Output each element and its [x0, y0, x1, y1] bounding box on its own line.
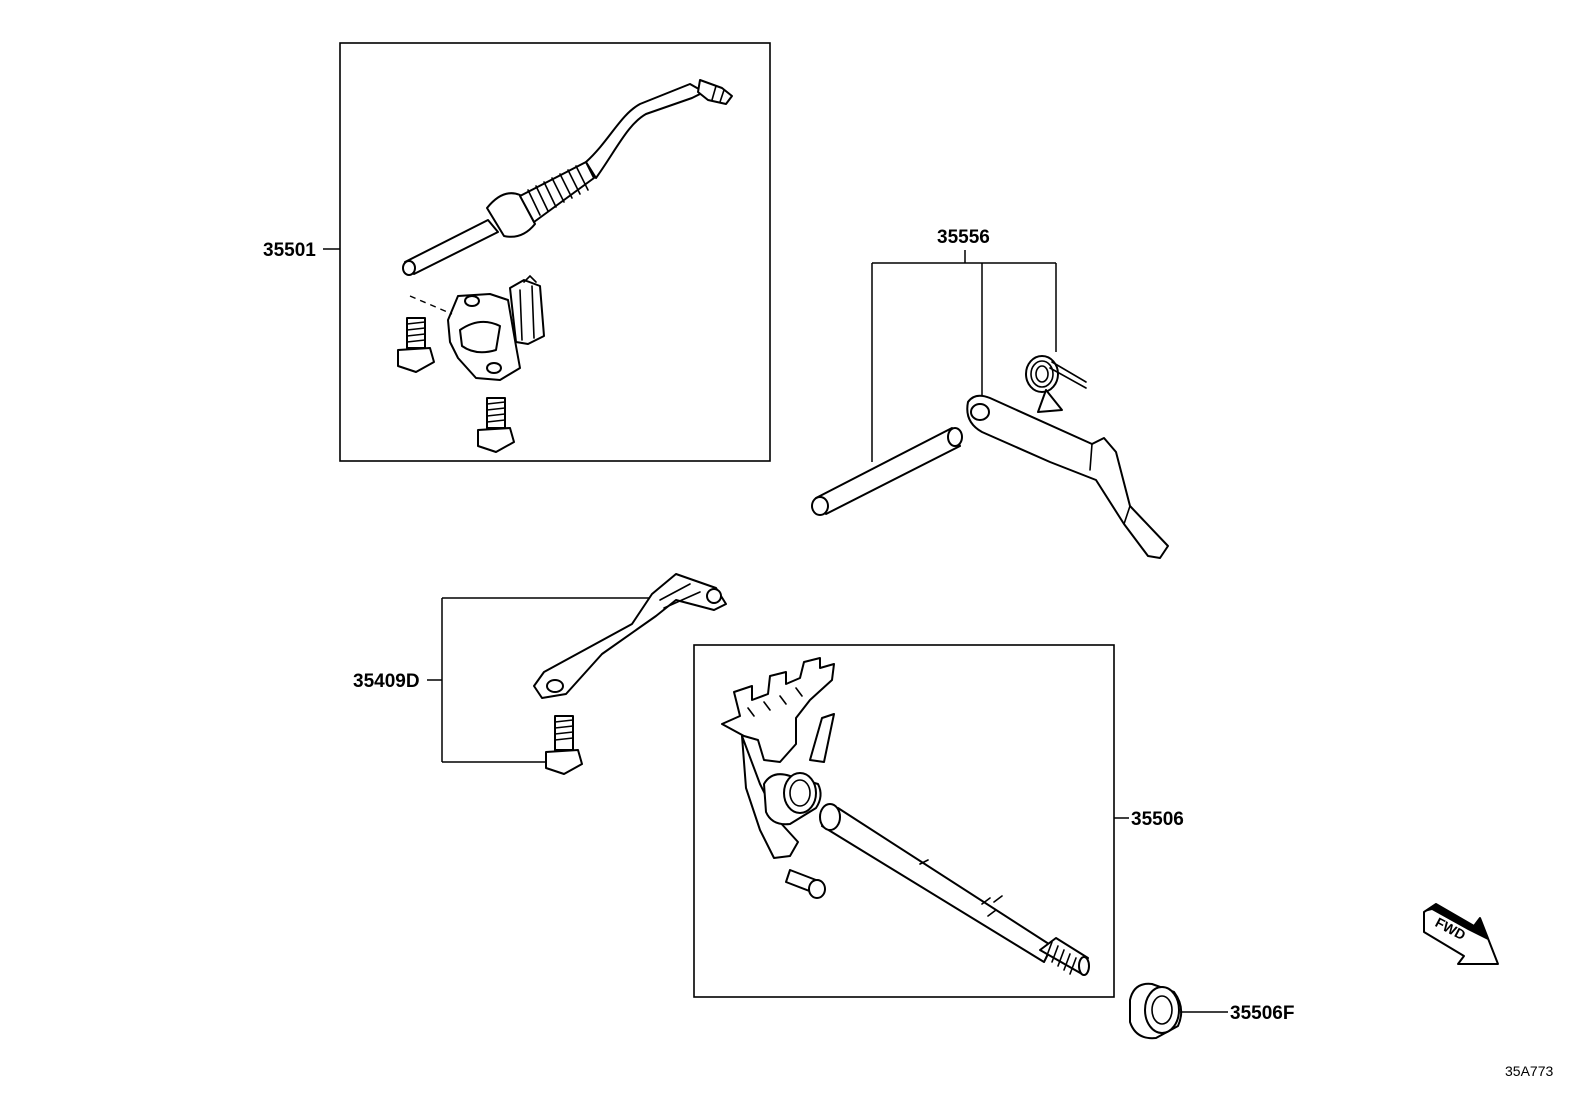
fwd-arrow: FWD: [1423, 903, 1499, 965]
group-35501: 35501: [263, 42, 771, 462]
group-35506F: 35506F: [1129, 982, 1294, 1040]
group-35409D: 35409D: [353, 573, 727, 775]
oil-seal: [1129, 982, 1183, 1040]
diagram-code: 35A773: [1505, 1063, 1553, 1079]
shift-link: [533, 573, 727, 699]
cable-bracket: [447, 274, 545, 381]
group-box-35501: [339, 42, 771, 462]
group-box-35506: [693, 644, 1115, 998]
bolt-install-line: [409, 295, 453, 315]
leader-35556: [871, 250, 1057, 462]
shift-lever: [966, 394, 1169, 559]
torsion-spring: [1025, 355, 1087, 413]
sector-pin: [785, 869, 826, 899]
selector-shaft: [819, 803, 1090, 976]
lever-shaft: [811, 427, 963, 516]
part-label-35506F[interactable]: 35506F: [1230, 1003, 1294, 1024]
sector-boss: [763, 772, 822, 826]
part-label-35501[interactable]: 35501: [263, 240, 316, 261]
part-label-35506[interactable]: 35506: [1131, 809, 1184, 830]
shift-cable: [402, 79, 733, 276]
roll-pin: [809, 713, 835, 763]
part-label-35556[interactable]: 35556: [937, 227, 990, 248]
bolt-3: [545, 715, 583, 775]
part-label-35409D[interactable]: 35409D: [353, 671, 420, 692]
bolt-1: [397, 317, 435, 373]
bolt-2: [477, 397, 515, 453]
group-35556: 35556: [811, 227, 1169, 559]
leader-35409D: [427, 597, 652, 763]
group-35506: 35506: [693, 644, 1184, 998]
